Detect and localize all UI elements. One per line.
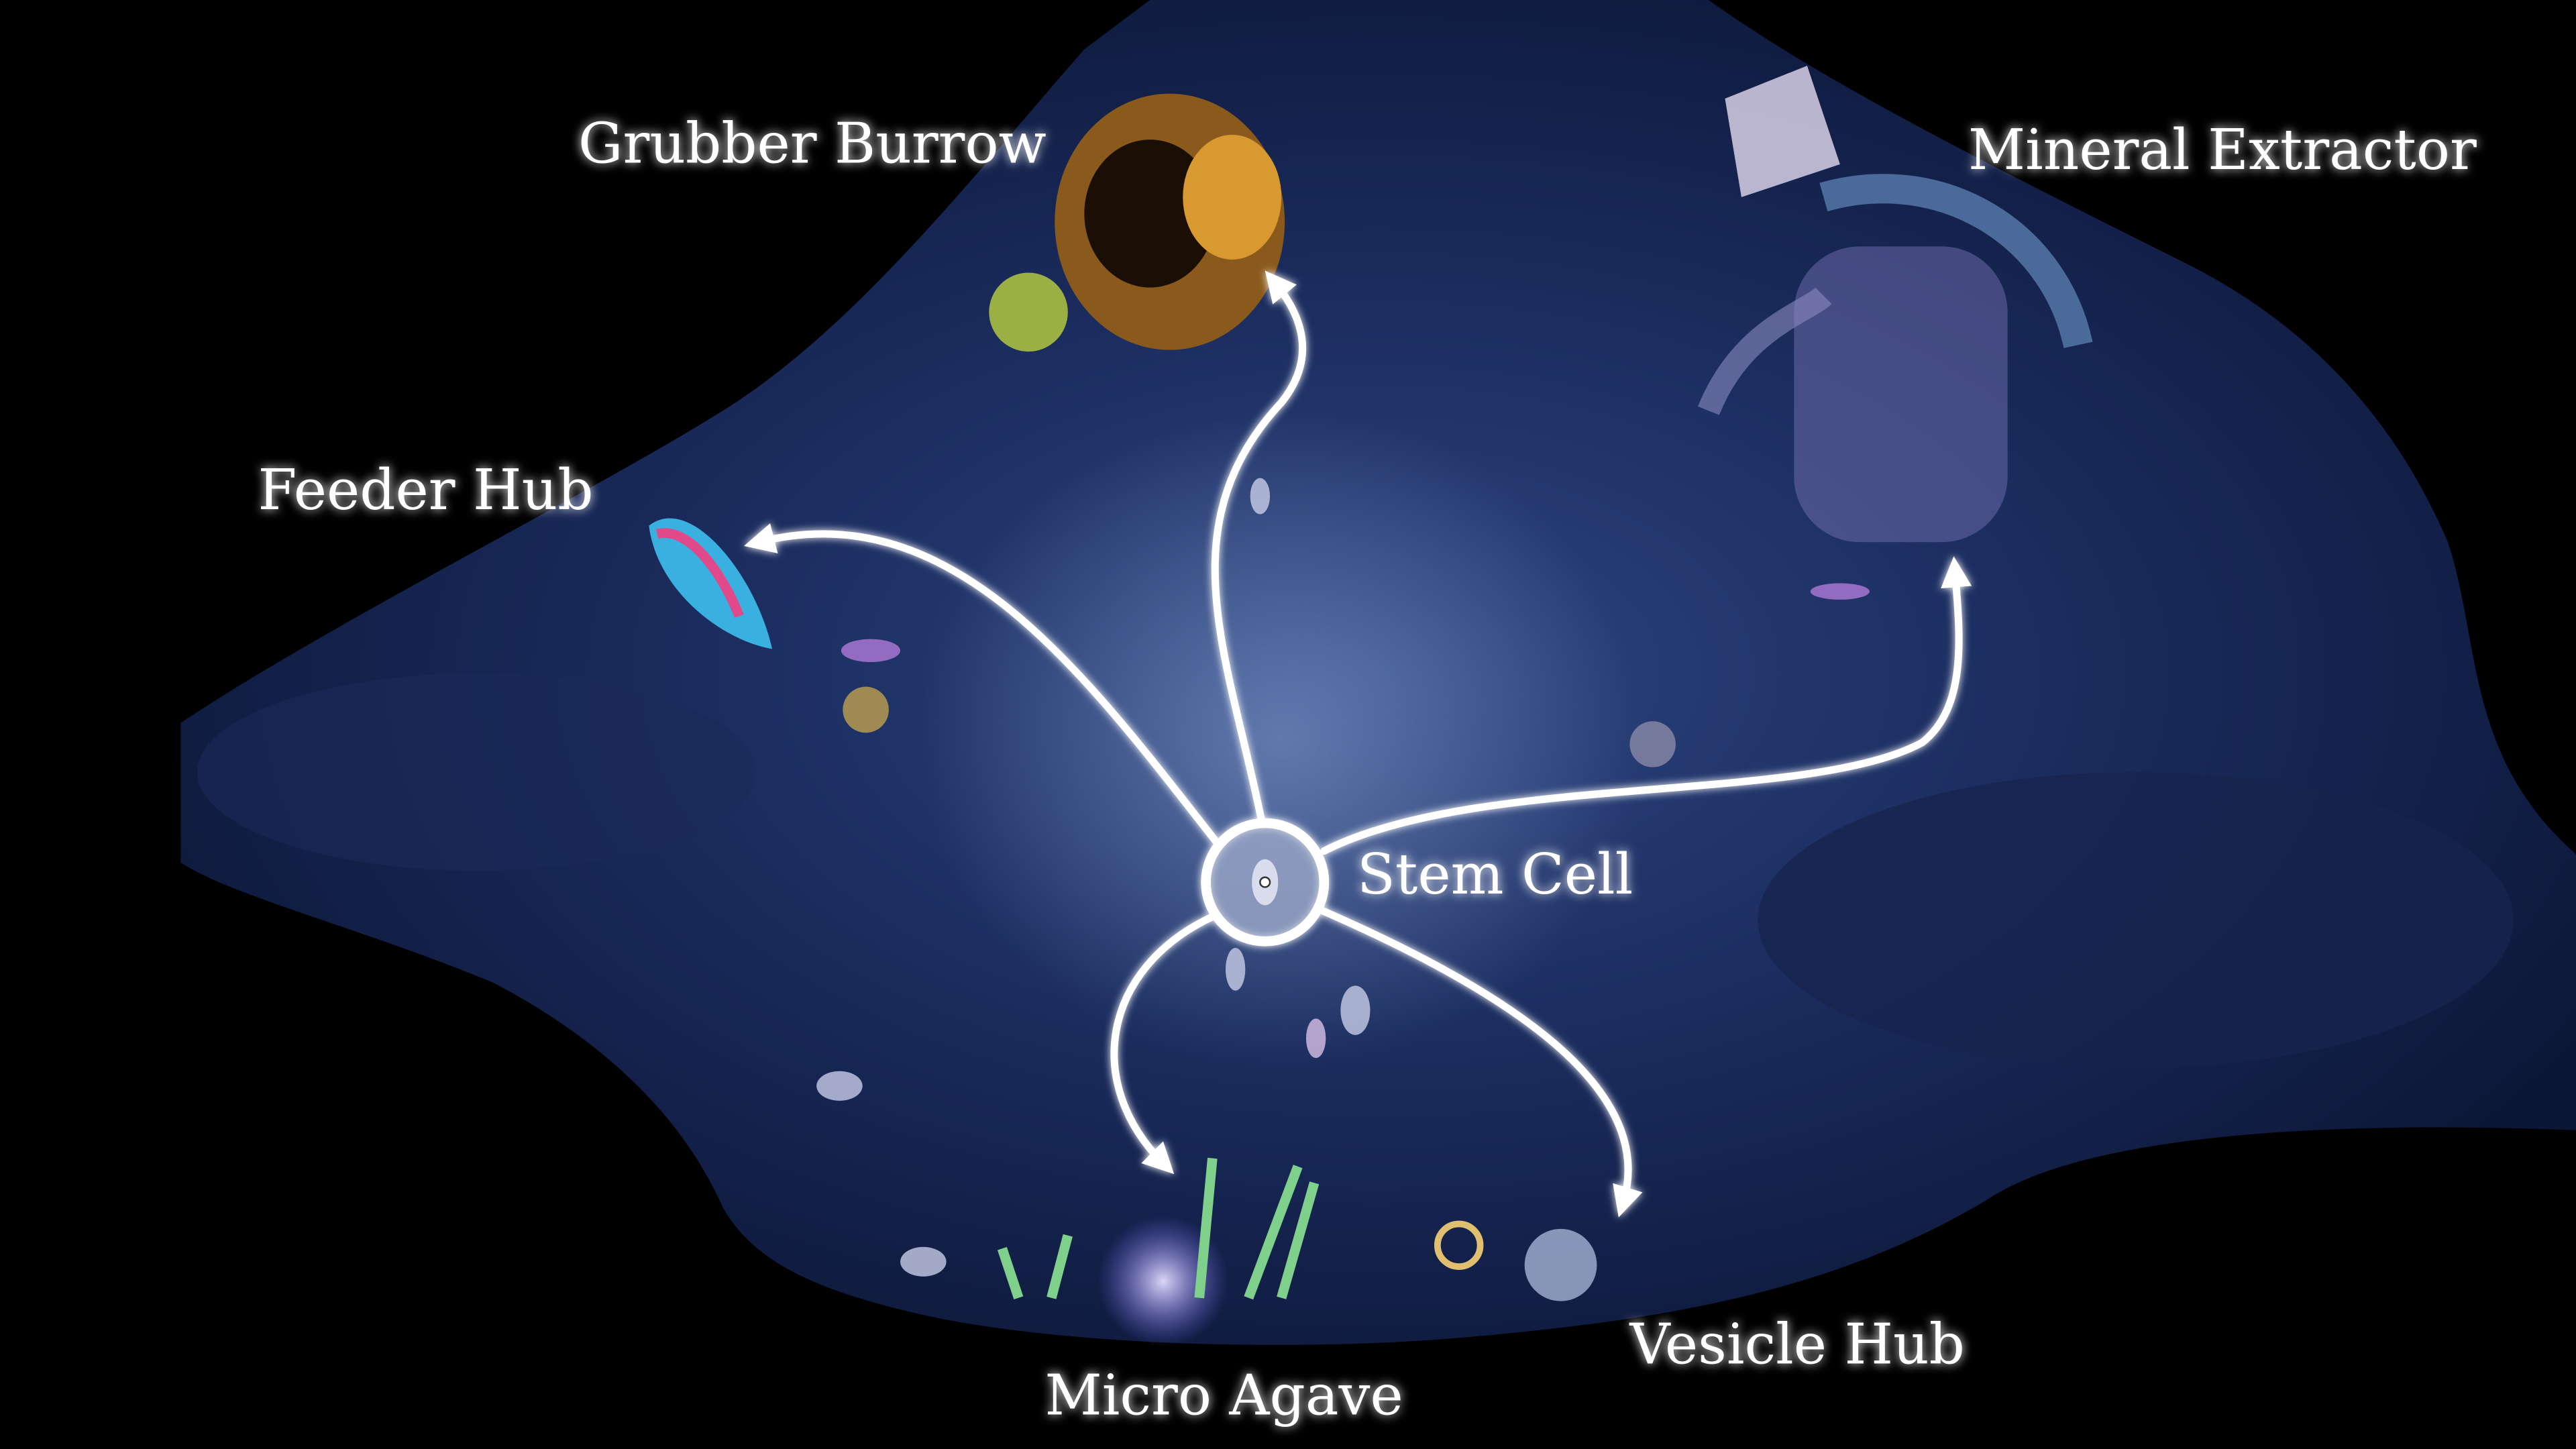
vesicle-hub-label[interactable]: Vesicle Hub xyxy=(1629,1312,1965,1377)
link-to-micro-agave xyxy=(1110,913,1216,1175)
mineral-extractor-building[interactable] xyxy=(1698,65,2093,543)
grubber-burrow-building[interactable] xyxy=(989,93,1285,352)
vesicle-hub-building[interactable] xyxy=(1434,1220,1597,1301)
mineral-extractor-label[interactable]: Mineral Extractor xyxy=(1968,117,2477,182)
link-to-vesicle-hub xyxy=(1313,904,1643,1218)
micro-agave-building[interactable] xyxy=(997,1157,1320,1348)
mushroom-cap xyxy=(197,674,756,871)
link-to-feeder-hub xyxy=(743,523,1220,845)
grubber-burrow-label[interactable]: Grubber Burrow xyxy=(578,111,1046,176)
stem-cell-label: Stem Cell xyxy=(1357,842,1633,907)
micro-agave-label[interactable]: Micro Agave xyxy=(1045,1363,1403,1428)
floating-cells xyxy=(816,478,1870,1277)
mushroom-cap xyxy=(1758,772,2514,1068)
link-to-grubber-burrow xyxy=(1211,270,1307,826)
feeder-hub-building[interactable] xyxy=(649,518,773,649)
ambient-light xyxy=(920,411,1643,1068)
link-to-mineral-extractor xyxy=(1320,556,1972,855)
stem-cell-node[interactable] xyxy=(1201,818,1330,947)
feeder-hub-label[interactable]: Feeder Hub xyxy=(258,458,593,523)
